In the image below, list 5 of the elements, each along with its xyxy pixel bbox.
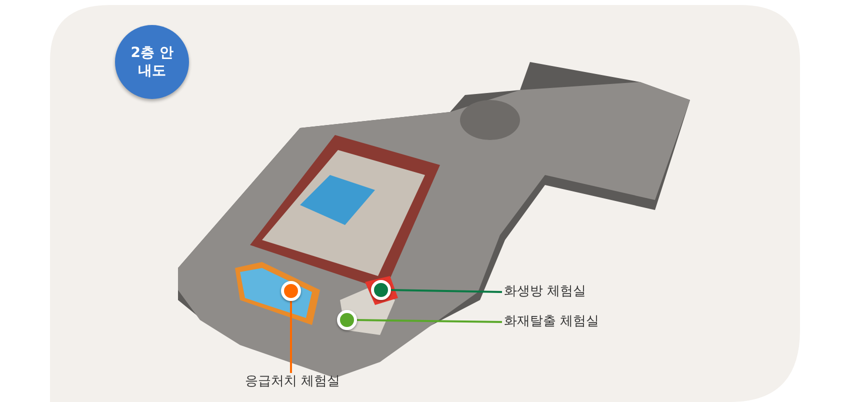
room-label: 화재탈출 체험실 xyxy=(504,314,600,330)
room-label: 응급처치 체험실 xyxy=(245,374,340,390)
leader-line xyxy=(356,319,502,323)
room-label: 화생방 체험실 xyxy=(504,284,586,300)
leader-line xyxy=(390,289,502,293)
